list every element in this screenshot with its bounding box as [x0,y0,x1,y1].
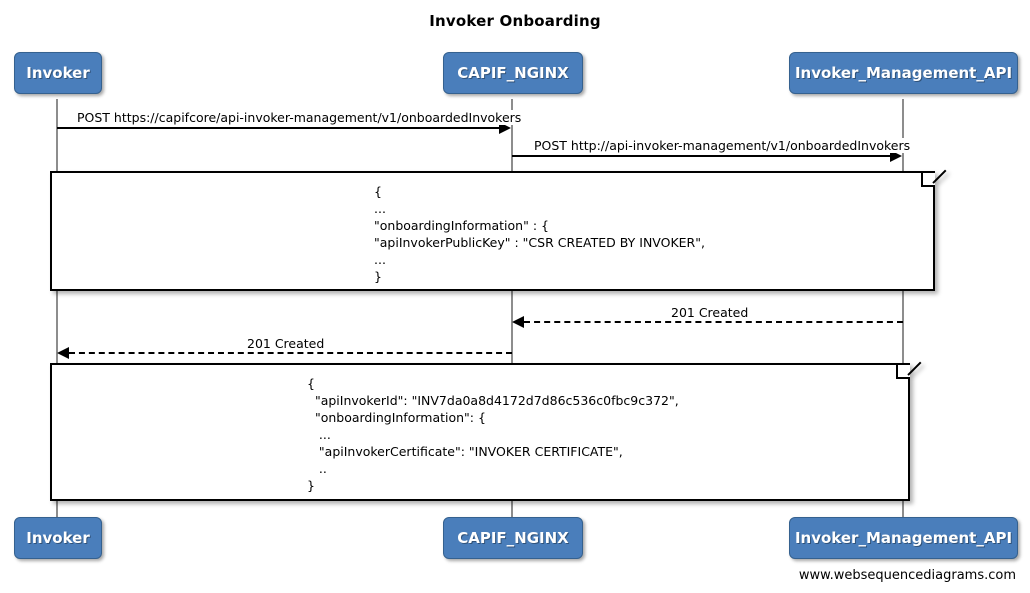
note-fold-corner-icon [921,173,935,187]
message-label-2: POST http://api-invoker-management/v1/on… [531,138,914,153]
participant-invoker-management-api-top[interactable]: Invoker_Management_API [789,52,1018,94]
participant-label: CAPIF_NGINX [457,529,569,547]
participant-invoker-top[interactable]: Invoker [14,52,102,94]
participant-label: Invoker [26,529,90,547]
arrow-head-left-4 [57,347,69,359]
arrow-head-left-3 [512,316,524,328]
lifeline-capif-nginx [511,99,513,517]
lifeline-invoker-management-api [902,99,904,517]
participant-invoker-bottom[interactable]: Invoker [14,517,102,559]
note-text: { "apiInvokerId": "INV7da0a8d4172d7d86c5… [307,376,679,493]
note-request-body: { ... "onboardingInformation" : { "apiIn… [50,171,935,291]
message-label-4: 201 Created [244,336,328,351]
note-body [52,173,935,289]
page-title: Invoker Onboarding [429,12,601,30]
message-line-3 [524,321,903,323]
watermark: www.websequencediagrams.com [798,568,1016,583]
message-label-3: 201 Created [668,305,752,320]
arrow-head-right-2 [890,150,902,162]
participant-label: Invoker_Management_API [794,64,1013,82]
message-line-2 [512,155,891,157]
participant-capif-nginx-bottom[interactable]: CAPIF_NGINX [443,517,583,559]
note-fold-corner-icon [896,365,910,379]
participant-capif-nginx-top[interactable]: CAPIF_NGINX [443,52,583,94]
note-text: { ... "onboardingInformation" : { "apiIn… [374,184,705,284]
participant-invoker-management-api-bottom[interactable]: Invoker_Management_API [789,517,1018,559]
note-body [52,365,910,499]
participant-label: CAPIF_NGINX [457,64,569,82]
participant-label: Invoker_Management_API [794,529,1013,547]
lifeline-invoker [56,99,58,517]
arrow-head-right-1 [499,122,511,134]
message-label-1: POST https://capifcore/api-invoker-manag… [74,110,525,125]
participant-label: Invoker [26,64,90,82]
note-response-body: { "apiInvokerId": "INV7da0a8d4172d7d86c5… [50,363,910,501]
message-line-4 [69,352,512,354]
message-line-1 [57,127,501,129]
